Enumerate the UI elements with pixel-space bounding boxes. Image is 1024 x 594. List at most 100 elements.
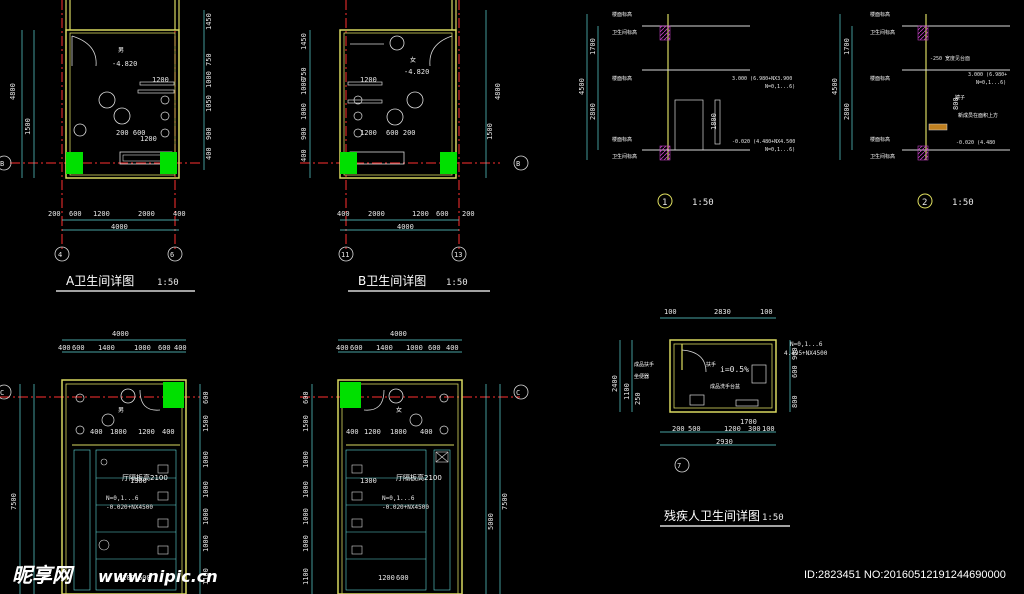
plan-b-dim-4800: 4800	[494, 83, 502, 100]
sec2-note-mid: 镜子	[955, 94, 965, 101]
plan-a-gender-label: 男	[118, 47, 124, 54]
plan-c-dim-7500: 7500	[10, 493, 18, 510]
sec2-note-1b: N=0,1...6)	[976, 80, 1006, 86]
access-dim-1700: 1700	[740, 418, 757, 426]
plan-c-partition-note: 厅隔板高2100	[122, 473, 168, 482]
plan-b-dim-1500: 1500	[486, 123, 494, 140]
plan-b-dim-total: 4000	[397, 223, 414, 231]
plan-a-dim-bottom: 200 600	[116, 129, 146, 137]
plan-d-dim-1200b: 1200	[378, 574, 395, 582]
plan-d-dim-t3: 1400	[376, 344, 393, 352]
sec1-label-1: 楼面标高	[612, 11, 632, 18]
plan-a-dim-r4: 1050	[205, 95, 213, 112]
plan-d-partition-note: 厅隔板高2100	[396, 473, 442, 482]
access-dim-300: 300	[748, 425, 761, 433]
plan-a-dim-b3: 1200	[93, 210, 110, 218]
plan-b-dim-b2: 2000	[368, 210, 385, 218]
plan-a-dim-b4: 2000	[138, 210, 155, 218]
sec1-label-2: 卫生间标高	[612, 29, 637, 36]
plan-b-scale: 1:50	[446, 278, 468, 288]
plan-b-dim-b1: 400	[337, 210, 350, 218]
plan-b-dim-l1: 1450	[300, 33, 308, 50]
plan-c-dim-600: 600	[138, 574, 151, 582]
sec1-scale: 1:50	[692, 198, 714, 208]
plan-c-dim-t5: 600	[158, 344, 171, 352]
plan-d-dim-1800: 1800	[390, 428, 407, 436]
sec2-label-1: 楼面标高	[870, 11, 890, 18]
plan-d: 女 400 1200 1800 400 厅隔板高2100 N=0,1...6 -…	[300, 330, 529, 594]
plan-c-dim-1200: 1200	[138, 428, 155, 436]
plan-a-dim-1500: 1500	[24, 118, 32, 135]
plan-a-dim-r5: 900	[205, 127, 213, 140]
plan-a-dim-r1: 1450	[205, 13, 213, 30]
image-id-text: ID:2823451 NO:20160512191244690000	[804, 569, 1006, 581]
access-slope: i=0.5%	[720, 365, 749, 374]
sec2-note-top: -250 宽度见台面	[930, 55, 970, 62]
plan-c-dim-r2: 1500	[202, 415, 210, 432]
plan-a-axis-right: 6	[170, 251, 174, 259]
sec2-label-5: 卫生间标高	[870, 153, 895, 160]
plan-a-dim-r3: 1000	[205, 71, 213, 88]
sec2-dim-4500: 4500	[831, 78, 839, 95]
sec1-number: 1	[662, 198, 667, 208]
plan-a-axis-left: 4	[58, 251, 62, 259]
plan-b-dim-l5: 900	[300, 127, 308, 140]
plan-b-axis-row: B	[516, 160, 520, 168]
plan-d-dim-1300: 1300	[360, 477, 377, 485]
plan-d-dim-total: 4000	[390, 330, 407, 338]
plan-c-dim-1800: 1800	[110, 428, 127, 436]
access-dim-1200: 1200	[724, 425, 741, 433]
plan-c-dim-total: 4000	[112, 330, 129, 338]
plan-d-dim-7500: 7500	[501, 493, 509, 510]
sec1-label-5: 卫生间标高	[612, 153, 637, 160]
access-note-n1: N=0,1...6	[790, 341, 823, 348]
sec2-scale: 1:50	[952, 198, 974, 208]
plan-b-dim-l3: 1000	[300, 78, 308, 95]
sec1-dim-4500: 4500	[578, 78, 586, 95]
plan-d-note-n2: -0.020+NX4500	[382, 504, 429, 511]
watermark-url: www.nipic.cn	[98, 567, 218, 586]
plan-c-note-n1: N=0,1...6	[106, 495, 139, 502]
access-dim-2400: 2400	[611, 375, 619, 392]
plan-b-dim-l6: 400	[300, 149, 308, 162]
watermark: 昵享网 www.nipic.cn ID:2823451 NO:201605121…	[12, 563, 1006, 587]
plan-c-dim-r7: 1100	[202, 568, 210, 585]
plan-a-title: A卫生间详图	[66, 273, 134, 288]
access-dim-250: 250	[634, 392, 642, 405]
access-dim-100: 100	[762, 425, 775, 433]
plan-a-elevation: -4.820	[112, 60, 137, 68]
plan-c-dim-t3: 1400	[98, 344, 115, 352]
plan-c-dim-400: 400	[90, 428, 103, 436]
access-label-4: 成品洗手台盆	[710, 383, 740, 390]
plan-b-elevation: -4.820	[404, 68, 429, 76]
access-dim-200: 200	[672, 425, 685, 433]
plan-d-dim-400b: 400	[420, 428, 433, 436]
plan-b-dim-1200b: 1200	[360, 129, 377, 137]
plan-b-gender-label: 女	[410, 56, 416, 64]
plan-c-dim-r4: 1000	[202, 481, 210, 498]
access-title: 残疾人卫生间详图	[664, 508, 760, 523]
plan-b-axis-right: 13	[454, 251, 462, 259]
plan-d-dim-l1: 600	[302, 391, 310, 404]
access-label-3: 扶手	[706, 361, 716, 368]
plan-d-dim-t1: 400	[336, 344, 349, 352]
access-label-2: 坐便器	[634, 373, 649, 380]
plan-c-dim-r3: 1000	[202, 451, 210, 468]
sec1-dim-1700: 1700	[589, 38, 597, 55]
plan-c-dim-r1: 600	[202, 391, 210, 404]
plan-d-dim-5000: 5000	[487, 513, 495, 530]
plan-a-dim-r2: 750	[205, 53, 213, 66]
plan-d-gender-label: 女	[396, 406, 402, 414]
plan-a-dim-b2: 600	[69, 210, 82, 218]
plan-a-scale: 1:50	[157, 278, 179, 288]
access-axis: 7	[677, 462, 681, 470]
sec2-dim-1700: 1700	[843, 38, 851, 55]
plan-d-dim-l6: 1000	[302, 535, 310, 552]
plan-d-dim-t6: 400	[446, 344, 459, 352]
sec1-note-1: 3.000 (6.980+NX3.900	[732, 76, 792, 82]
plan-d-dim-400: 400	[346, 428, 359, 436]
plan-d-dim-l5: 1000	[302, 508, 310, 525]
plan-c-dim-r5: 1000	[202, 508, 210, 525]
sec2-note-2: -0.020 (4.480	[956, 140, 995, 146]
plan-b-dim-l2: 750	[300, 67, 308, 80]
